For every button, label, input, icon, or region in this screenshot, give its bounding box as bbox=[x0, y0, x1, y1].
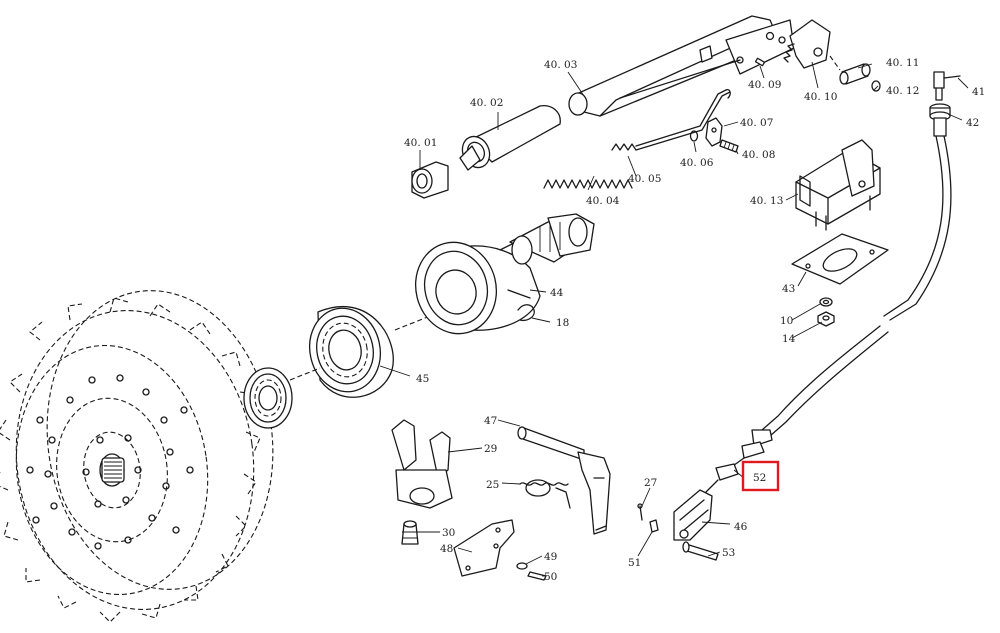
label-40-07: 40. 07 bbox=[740, 117, 773, 129]
label-18: 18 bbox=[556, 317, 569, 329]
part-10 bbox=[819, 297, 833, 307]
label-40-08: 40. 08 bbox=[742, 149, 775, 161]
part-40-11 bbox=[839, 63, 871, 85]
label-25: 25 bbox=[486, 479, 499, 491]
label-52: 52 bbox=[753, 472, 766, 484]
part-40-05 bbox=[611, 88, 731, 151]
part-40-03 bbox=[568, 15, 795, 117]
clutch-cable bbox=[705, 135, 952, 493]
leader-lines bbox=[379, 61, 969, 577]
label-40-06: 40. 06 bbox=[680, 157, 714, 169]
release-bearing-small bbox=[243, 367, 293, 429]
label-45: 45 bbox=[416, 373, 429, 385]
part-46 bbox=[673, 489, 713, 541]
part-40-04 bbox=[543, 179, 633, 189]
release-sleeve-44 bbox=[414, 213, 595, 335]
part-40-12 bbox=[871, 80, 881, 92]
part-14 bbox=[817, 311, 835, 327]
part-41 bbox=[933, 71, 961, 101]
part-27 bbox=[637, 503, 643, 521]
part-40-06 bbox=[689, 130, 699, 142]
label-43: 43 bbox=[782, 283, 795, 295]
part-51 bbox=[649, 519, 659, 533]
part-47 bbox=[517, 426, 611, 535]
label-40-10: 40. 10 bbox=[804, 91, 837, 103]
label-40-13: 40. 13 bbox=[750, 195, 783, 207]
part-50 bbox=[527, 571, 547, 581]
label-40-03: 40. 03 bbox=[544, 59, 577, 71]
clutch-disc bbox=[0, 290, 274, 623]
part-48 bbox=[453, 519, 515, 577]
part-labels: 40. 01 40. 02 40. 03 40. 04 40. 05 40. 0… bbox=[404, 57, 985, 583]
label-49: 49 bbox=[544, 551, 557, 563]
part-53 bbox=[682, 541, 719, 561]
part-42 bbox=[929, 103, 951, 137]
label-46: 46 bbox=[734, 521, 748, 533]
label-40-04: 40. 04 bbox=[586, 195, 620, 207]
part-30 bbox=[401, 520, 419, 545]
part-40-07 bbox=[705, 117, 723, 147]
label-50: 50 bbox=[544, 571, 557, 583]
part-40-09 bbox=[754, 57, 766, 67]
label-10: 10 bbox=[780, 315, 793, 327]
label-51: 51 bbox=[628, 557, 641, 569]
part-40-13 bbox=[795, 139, 881, 231]
label-44: 44 bbox=[550, 287, 564, 299]
label-27: 27 bbox=[644, 477, 657, 489]
label-42: 42 bbox=[966, 117, 979, 129]
label-14: 14 bbox=[782, 333, 796, 345]
part-40-10 bbox=[783, 19, 831, 69]
label-48: 48 bbox=[440, 543, 453, 555]
label-41: 41 bbox=[972, 86, 985, 98]
part-25 bbox=[519, 479, 571, 509]
part-43 bbox=[791, 233, 889, 285]
label-29: 29 bbox=[484, 443, 497, 455]
part-49 bbox=[516, 562, 528, 570]
label-40-01: 40. 01 bbox=[404, 137, 437, 149]
label-40-12: 40. 12 bbox=[886, 85, 919, 97]
label-47: 47 bbox=[484, 415, 497, 427]
part-29 bbox=[391, 419, 453, 509]
label-40-11: 40. 11 bbox=[886, 57, 919, 69]
label-53: 53 bbox=[722, 547, 735, 559]
release-bearing-45 bbox=[289, 305, 431, 398]
part-40-08 bbox=[719, 139, 739, 153]
part-40-01 bbox=[411, 161, 449, 199]
label-40-02: 40. 02 bbox=[470, 97, 503, 109]
part-40-02 bbox=[459, 105, 561, 171]
label-40-05: 40. 05 bbox=[628, 173, 661, 185]
label-40-09: 40. 09 bbox=[748, 79, 781, 91]
label-30: 30 bbox=[442, 527, 455, 539]
highlight-box-52 bbox=[741, 460, 780, 492]
